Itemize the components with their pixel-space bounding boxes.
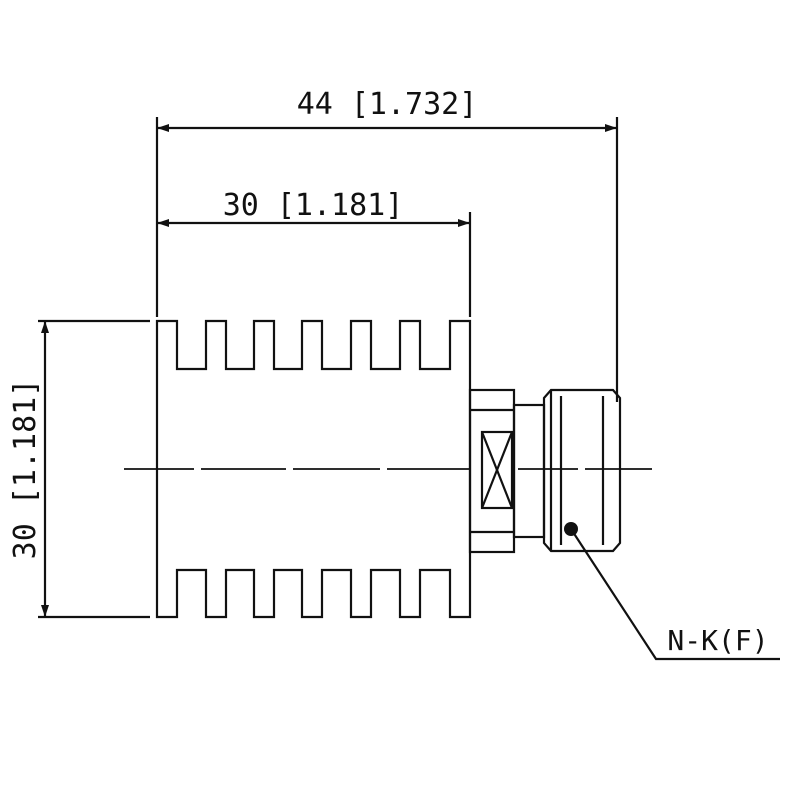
hex-nut (468, 388, 516, 554)
extension-lines (38, 117, 619, 619)
body-length-label: 30 [1.181] (223, 188, 404, 223)
heat-sink-body (155, 319, 472, 619)
overall-length-label: 44 [1.732] (297, 87, 478, 122)
connector-marker-dot (564, 522, 578, 536)
callout-leader (570, 528, 780, 661)
n-connector (512, 388, 622, 553)
body-height-label: 30 [1.181] (8, 379, 43, 560)
connector-type-label: N-K(F) (667, 624, 768, 657)
